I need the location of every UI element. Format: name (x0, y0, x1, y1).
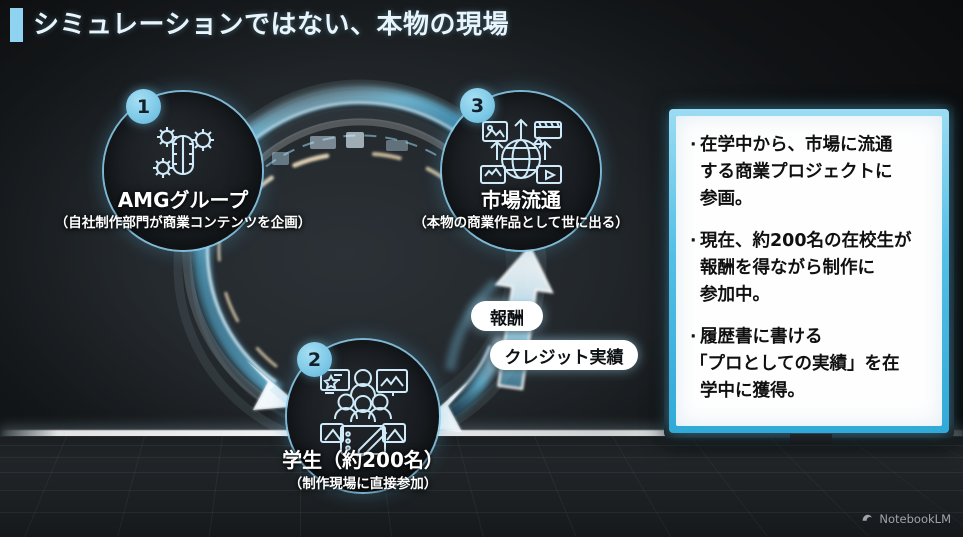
floor-line-h (0, 472, 963, 473)
node-subtitle-3: （本物の商業作品として世に出る） (413, 215, 629, 231)
info-bullet-line: 在学中から、市場に流通 (700, 135, 893, 155)
info-bullet: ·現在、約200名の在校生が報酬を得ながら制作に参加中。 (690, 228, 940, 309)
info-bullet: ·在学中から、市場に流通する商業プロジェクトに参画。 (690, 132, 940, 213)
notebooklm-icon (861, 511, 874, 527)
floor-line-h (0, 490, 963, 491)
info-panel-stand (790, 434, 832, 444)
info-bullet-line: 参画。 (700, 189, 753, 209)
info-bullet-line: 「プロとしての実績」を在 (690, 354, 900, 374)
info-bullet-line: 履歴書に書ける (700, 327, 823, 347)
info-bullet-line: 参加中。 (700, 285, 770, 305)
info-bullet: ·履歴書に書ける「プロとしての実績」を在学中に獲得。 (690, 324, 940, 405)
floor-line-h (0, 436, 963, 437)
floor-line-h (0, 512, 963, 513)
floor-line-v (300, 436, 301, 537)
info-bullet-line: 学中に獲得。 (700, 381, 805, 401)
page-title: シミュレーションではない、本物の現場 (33, 10, 509, 40)
watermark-label: NotebookLM (879, 512, 951, 526)
info-bullet-line: する商業プロジェクトに (700, 162, 893, 182)
info-bullet-line: 報酬を得ながら制作に (700, 258, 875, 278)
info-bullet-text: 履歴書に書ける「プロとしての実績」を在学中に獲得。 (690, 324, 899, 405)
info-panel-surface (676, 116, 942, 426)
horizon-light (0, 430, 963, 437)
flow-tag-credit[interactable]: クレジット実績 (490, 340, 638, 370)
flow-tag-reward[interactable]: 報酬 (471, 301, 543, 331)
node-circle-3[interactable]: 3 市場流通 （本物の商業作品として世に出る） (413, 88, 629, 250)
node-circle-2[interactable]: 2 学生（約200名） （制作現場に直接参加） (282, 340, 444, 492)
bullet-dot-icon: · (690, 327, 697, 347)
node-circle-1[interactable]: 1 AMGグループ （自社制作部門が商業コンテンツを企画） (55, 89, 311, 250)
bullet-dot-icon: · (690, 135, 697, 155)
globe-media-icon (442, 114, 600, 192)
node-badge-2: 2 (297, 342, 332, 377)
team-creative-icon (287, 362, 439, 460)
node-title-3: 市場流通 (481, 188, 561, 212)
node-title-2: 学生（約200名） (282, 448, 444, 472)
node-title-1: AMGグループ (117, 188, 249, 212)
title-accent-bar (10, 8, 23, 42)
gears-brain-icon (104, 120, 262, 190)
node-subtitle-1: （自社制作部門が商業コンテンツを企画） (54, 215, 312, 231)
floor-tiles (0, 436, 963, 537)
floor-line-h (0, 457, 963, 458)
node-badge-1: 1 (126, 89, 161, 124)
info-bullet-text: 現在、約200名の在校生が報酬を得ながら制作に参加中。 (700, 228, 912, 309)
watermark: NotebookLM (861, 511, 951, 527)
node-subtitle-2: （制作現場に直接参加） (288, 476, 438, 492)
bullet-dot-icon: · (690, 231, 697, 251)
info-panel-bullet-list: ·在学中から、市場に流通する商業プロジェクトに参画。·現在、約200名の在校生が… (690, 132, 940, 420)
info-bullet-line: 現在、約200名の在校生が (700, 231, 912, 251)
floor-line-h (0, 445, 963, 446)
node-badge-3: 3 (460, 88, 495, 123)
info-bullet-text: 在学中から、市場に流通する商業プロジェクトに参画。 (700, 132, 893, 213)
floor-sheen (0, 436, 963, 537)
